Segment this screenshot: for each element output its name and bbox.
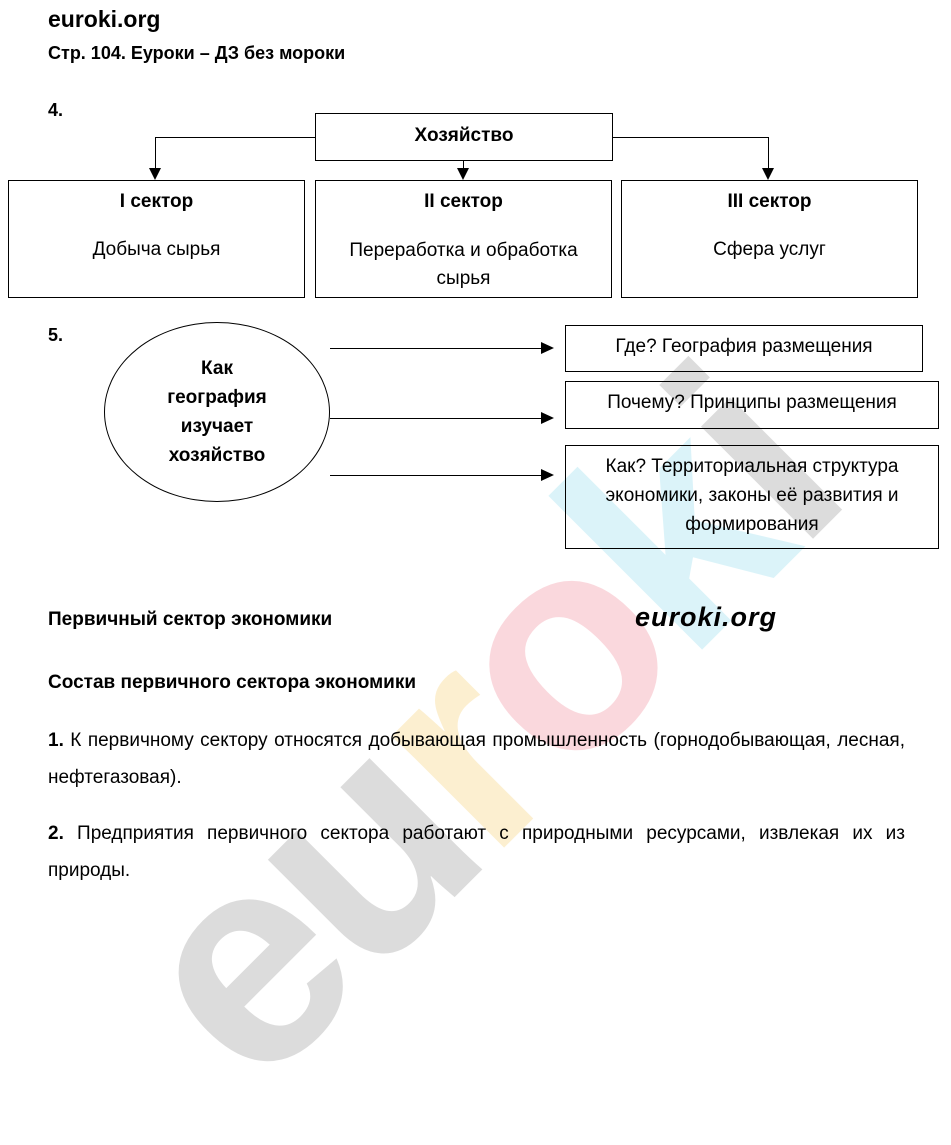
sector-box-3: III сектор Сфера услуг	[621, 180, 918, 298]
item-box-3: Как? Территориальная структура экономики…	[565, 445, 939, 549]
paragraph-text: Предприятия первичного сектора работают …	[48, 823, 905, 881]
arrow-down-icon	[457, 168, 469, 180]
arrow-line	[330, 418, 542, 419]
subsection-title: Состав первичного сектора экономики	[48, 672, 417, 693]
connector	[768, 137, 769, 169]
sector-text: Переработка и обработка сырья	[349, 240, 578, 289]
sector-text: Сфера услуг	[713, 239, 826, 260]
connector	[463, 160, 464, 169]
sector-box-1: I сектор Добыча сырья	[8, 180, 305, 298]
item-box-2: Почему? Принципы размещения	[565, 381, 939, 429]
arrow-down-icon	[149, 168, 161, 180]
task5-number: 5.	[48, 325, 64, 345]
paragraph-number: 2.	[48, 823, 64, 844]
task4-number: 4.	[48, 100, 64, 120]
item-box-1: Где? География размещения	[565, 325, 923, 372]
sector-title: III сектор	[727, 191, 812, 212]
arrow-right-icon	[541, 469, 554, 481]
arrow-right-icon	[541, 412, 554, 424]
arrow-line	[330, 475, 542, 476]
paragraph-number: 1.	[48, 730, 64, 751]
sector-text: Добыча сырья	[92, 239, 221, 260]
sector-box-2: II сектор Переработка и обработка сырья	[315, 180, 612, 298]
connector	[612, 137, 769, 138]
connector	[155, 137, 315, 138]
connector	[155, 137, 156, 169]
paragraph-text: К первичному сектору относятся добывающа…	[48, 730, 905, 788]
site-title: euroki.org	[48, 6, 161, 32]
page-subtitle: Стр. 104. Еуроки – ДЗ без мороки	[48, 43, 346, 63]
arrow-right-icon	[541, 342, 554, 354]
arrow-down-icon	[762, 168, 774, 180]
paragraph-1: 1. К первичному сектору относятся добыва…	[48, 722, 905, 796]
center-text: Как география изучает хозяйство	[167, 358, 267, 466]
paragraph-2: 2. Предприятия первичного сектора работа…	[48, 815, 905, 889]
sector-title: I сектор	[119, 191, 194, 212]
root-box: Хозяйство	[315, 113, 613, 161]
arrow-line	[330, 348, 542, 349]
sector-title: II сектор	[424, 191, 503, 212]
section-title: Первичный сектор экономики	[48, 609, 333, 630]
euroki-logo: euroki.org	[635, 602, 778, 632]
center-ellipse: Как география изучает хозяйство	[104, 322, 330, 502]
